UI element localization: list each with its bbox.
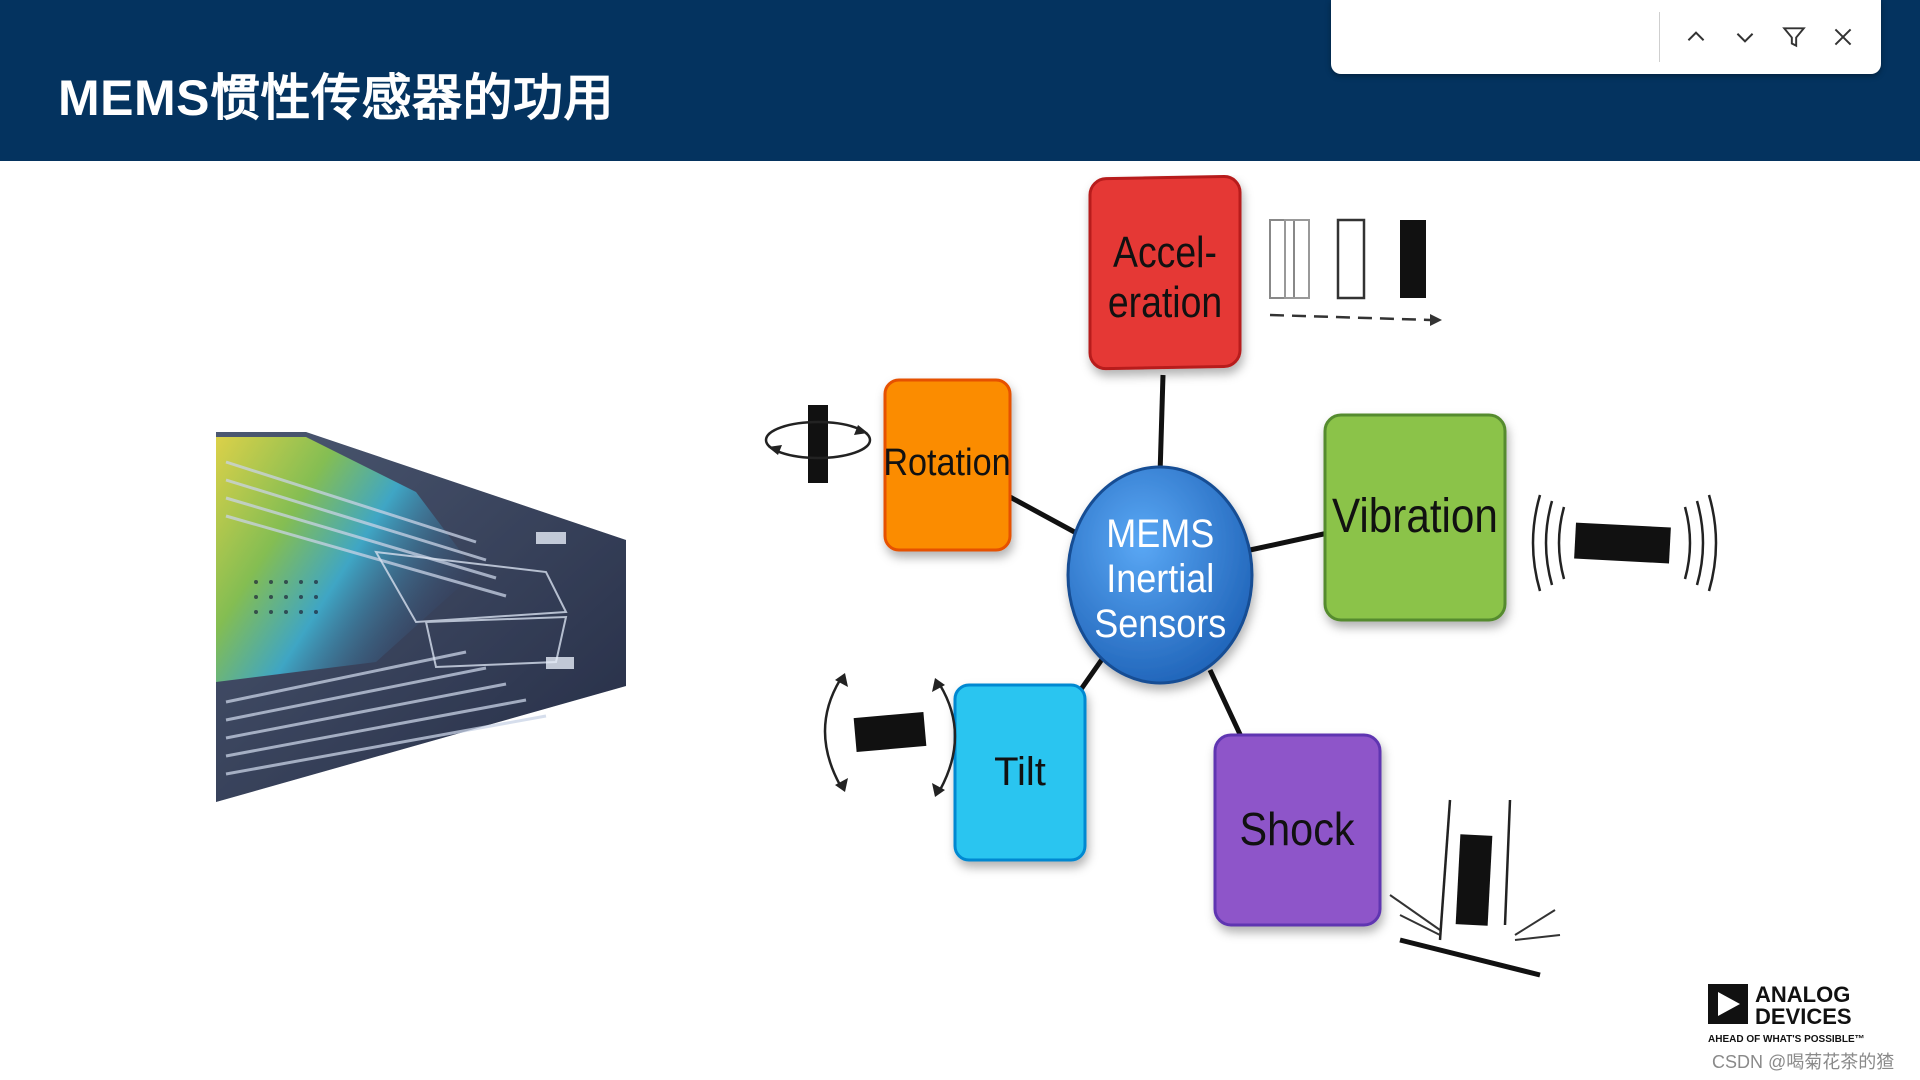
- filter-icon: [1782, 27, 1806, 48]
- acceleration-motion-icon: [1269, 218, 1442, 326]
- node-shock-label: Shock: [1240, 804, 1355, 856]
- center-node: [1066, 465, 1254, 685]
- csdn-watermark: CSDN @喝菊花茶的猹: [1712, 1052, 1895, 1072]
- chevron-down-icon: [1736, 33, 1754, 43]
- node-vibration: [1323, 413, 1507, 622]
- find-next-button[interactable]: [1725, 17, 1765, 57]
- node-acceleration: [1088, 175, 1242, 371]
- chevron-up-icon: [1687, 31, 1705, 41]
- center-node-line1: MEMS: [1106, 512, 1214, 556]
- rotation-icon: [764, 405, 872, 483]
- node-rotation-label: Rotation: [883, 440, 1010, 483]
- find-bar: [1331, 0, 1881, 74]
- logo-line2: DEVICES: [1755, 1004, 1852, 1029]
- node-tilt: [953, 683, 1087, 862]
- close-icon: [1834, 28, 1852, 46]
- node-shock: [1213, 733, 1382, 927]
- shock-icon: [1389, 799, 1561, 978]
- slide-title: MEMS惯性传感器的功用: [58, 70, 614, 126]
- find-filter-button[interactable]: [1774, 17, 1814, 57]
- find-previous-button[interactable]: [1676, 17, 1716, 57]
- node-rotation: [883, 378, 1012, 552]
- logo-tagline: AHEAD OF WHAT'S POSSIBLE™: [1708, 1034, 1865, 1045]
- find-separator: [1659, 12, 1660, 62]
- find-input[interactable]: [1345, 12, 1649, 64]
- node-tilt-label: Tilt: [994, 750, 1046, 794]
- sensor-diagram: Accel- eration Rotation Vibration Tilt S…: [764, 175, 1718, 978]
- center-node-line3: Sensors: [1094, 602, 1226, 646]
- node-vibration-label: Vibration: [1332, 488, 1498, 542]
- center-node-line2: Inertial: [1106, 557, 1214, 601]
- tilt-icon: [823, 673, 957, 797]
- node-acceleration-label-line2: eration: [1108, 277, 1222, 327]
- node-acceleration-label-line1: Accel-: [1113, 227, 1217, 277]
- mems-chip-image: [216, 432, 626, 802]
- analog-devices-logo: ANALOG DEVICES AHEAD OF WHAT'S POSSIBLE™: [1708, 982, 1865, 1045]
- find-close-button[interactable]: [1823, 17, 1863, 57]
- logo-line1: ANALOG: [1755, 982, 1850, 1007]
- vibration-icon: [1531, 494, 1718, 592]
